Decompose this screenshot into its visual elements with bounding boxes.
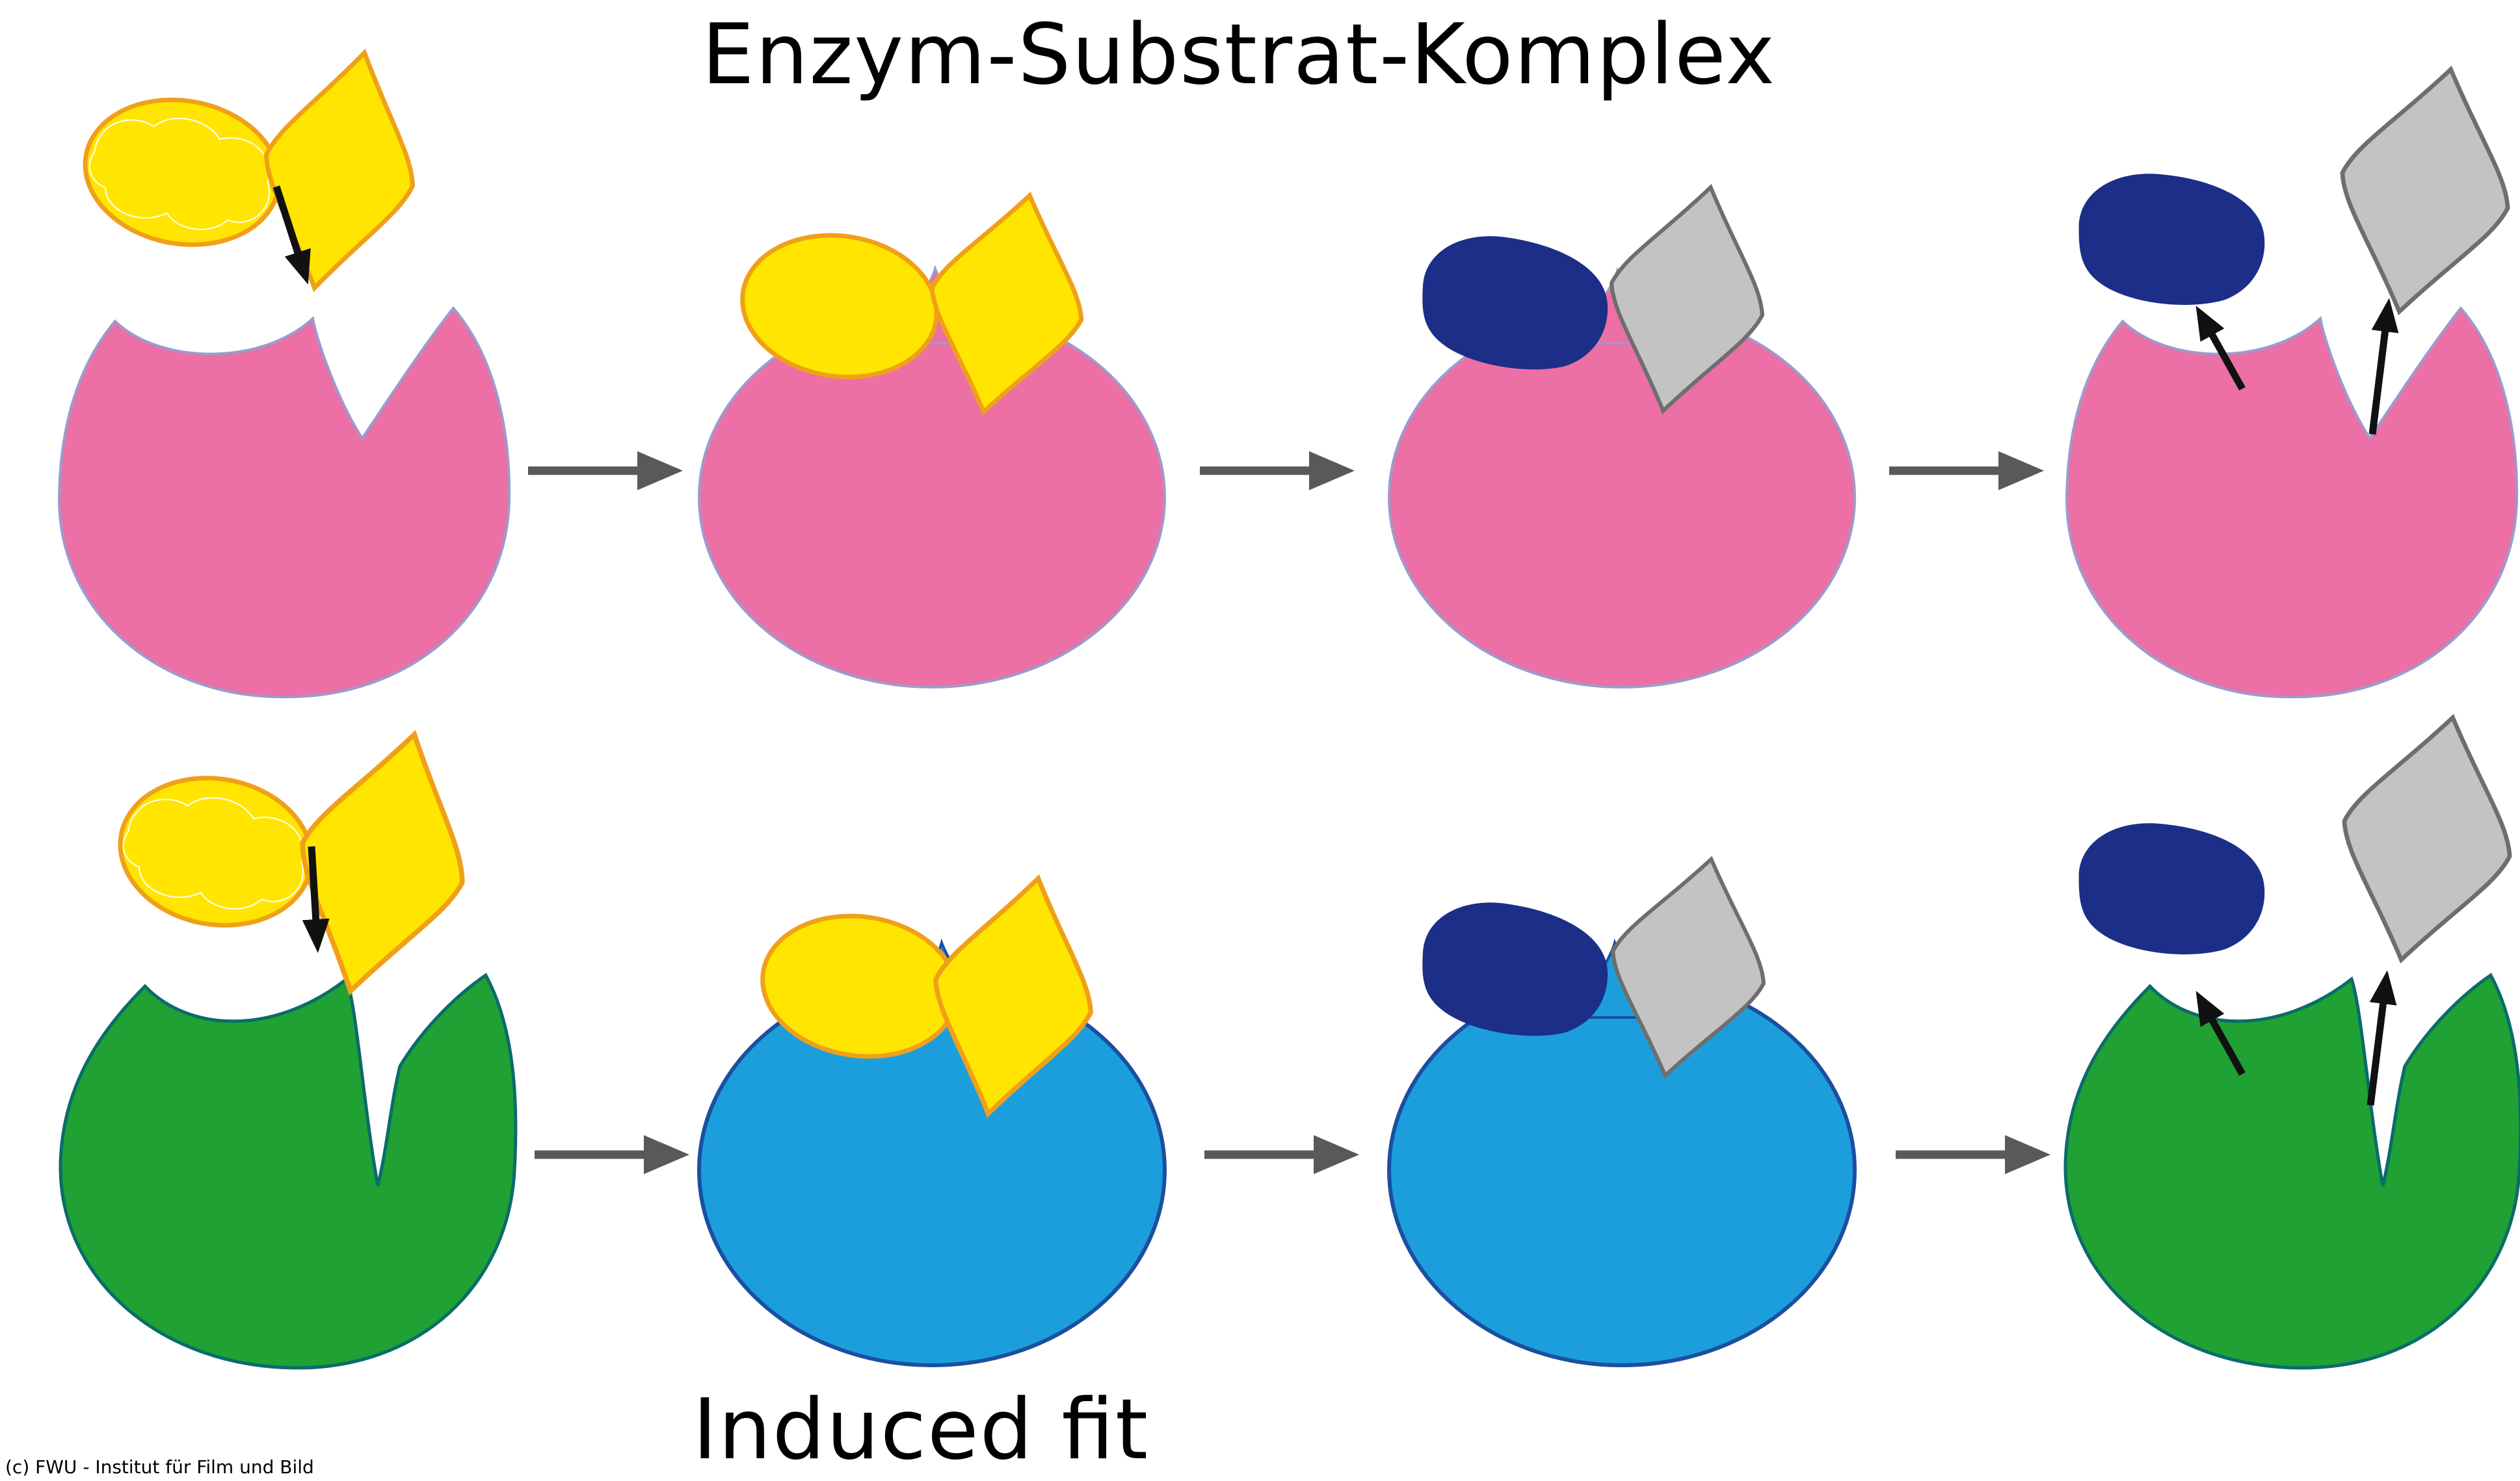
panel-induced-products-bound — [1387, 843, 1857, 1367]
product-diamond — [2318, 700, 2520, 978]
title: Enzym-Substrat-Komplex — [702, 7, 1775, 103]
enzyme-body-pink — [57, 307, 511, 699]
induced-fit-row — [60, 700, 2520, 1368]
black-up-arrow-icon — [2195, 991, 2246, 1076]
product-oval — [2073, 167, 2270, 313]
enzyme-body-pink — [698, 306, 1166, 688]
substrate-diamond — [241, 37, 438, 304]
substrate-oval — [114, 776, 315, 928]
panel-lock-free-enzyme — [57, 37, 511, 699]
enzyme-body-green — [2065, 975, 2520, 1368]
panel-induced-complex — [697, 862, 1167, 1367]
enzyme-body-green — [60, 975, 516, 1368]
enzyme-body-pink — [1388, 306, 1856, 688]
substrate-diamond — [271, 714, 494, 1011]
black-down-arrow-icon — [302, 846, 330, 953]
black-up-arrow-icon — [2367, 970, 2397, 1106]
panel-lock-release — [2065, 52, 2520, 699]
panel-lock-complex — [698, 179, 1166, 688]
substrate-oval — [740, 233, 939, 380]
black-down-arrow-icon — [272, 185, 311, 285]
black-up-arrow-icon — [2195, 306, 2246, 391]
substrate-oval — [81, 98, 282, 247]
bottom-label: Induced fit — [693, 1382, 1148, 1478]
panel-induced-free-enzyme — [60, 714, 516, 1368]
enzyme-body-pink — [2065, 307, 2519, 699]
panel-induced-release — [2065, 700, 2520, 1368]
enzyme-body-blue — [1387, 973, 1857, 1367]
product-diamond — [2316, 52, 2520, 330]
copyright-line: (c) FWU - Institut für Film und Bild — [5, 1456, 314, 1478]
lock-and-key-row — [57, 37, 2520, 699]
panel-lock-products-bound — [1388, 171, 1856, 688]
black-up-arrow-icon — [2368, 298, 2399, 435]
product-oval — [2073, 817, 2270, 962]
